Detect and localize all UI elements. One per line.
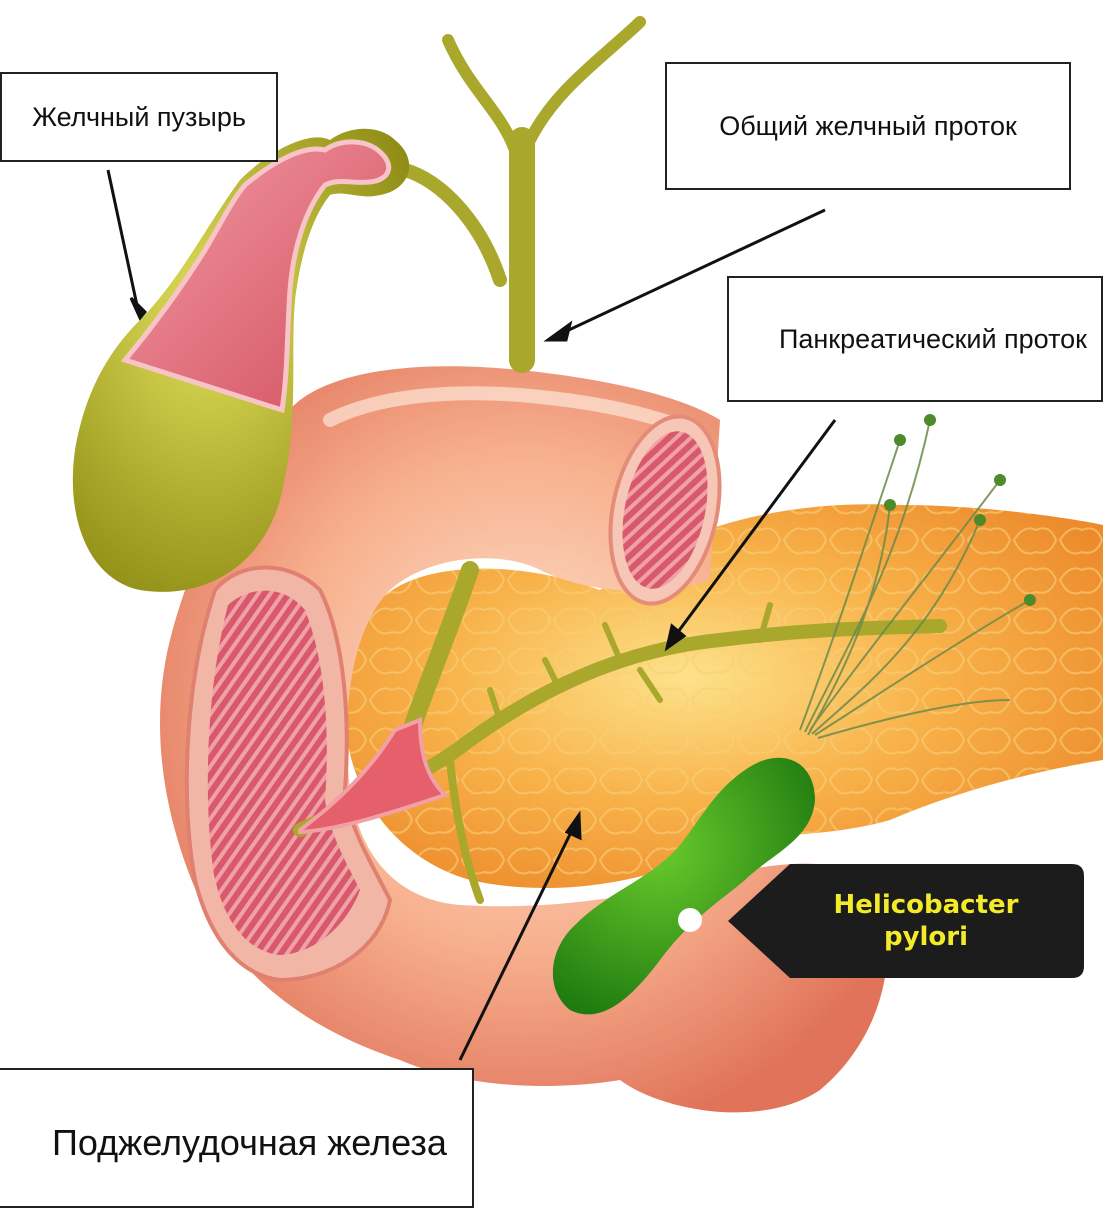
gallbladder-organ [72, 128, 410, 592]
pancreatic-duct-label-text: Панкреатический проток [778, 323, 1087, 354]
gallbladder-label: Желчный пузырь [0, 72, 278, 162]
pancreas-label: Поджелудочная железа [0, 1068, 474, 1208]
pointer-lines [106, 169, 837, 1061]
common-bile-duct-label-text: Общий желчный проток [719, 110, 1017, 141]
gallbladder-label-text: Желчный пузырь [32, 101, 246, 132]
helicobacter-bacterium [552, 414, 1036, 1015]
duodenum [160, 366, 888, 1113]
helicobacter-label: Helicobacter pylori [728, 864, 1084, 978]
helicobacter-label-line1: Helicobacter [833, 890, 1019, 920]
helicobacter-label-line2: pylori [883, 922, 969, 952]
common-bile-duct-label: Общий желчный проток [665, 62, 1071, 190]
ampulla [298, 717, 449, 835]
pancreas [344, 504, 1103, 889]
pancreatic-duct-label: Панкреатический проток [727, 276, 1103, 402]
pancreas-label-text: Поджелудочная железа [52, 1122, 447, 1163]
bacterium-callout-box [728, 864, 1084, 978]
